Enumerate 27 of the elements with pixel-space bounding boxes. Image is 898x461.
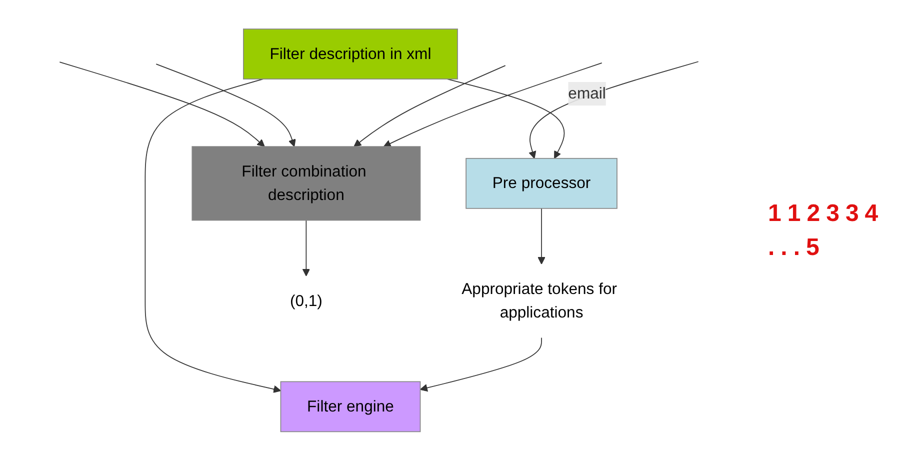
- arrow: [144, 78, 282, 394]
- node-box: Filter engine: [280, 381, 421, 432]
- arrow: [538, 208, 546, 265]
- arrow: [528, 61, 699, 159]
- arrow: [383, 62, 602, 148]
- step-number: 2: [806, 200, 820, 228]
- arrow: [156, 64, 296, 148]
- node-text: Appropriate tokens for applications: [462, 280, 617, 322]
- step-number: 3: [826, 200, 840, 228]
- node-box: Filter combination description: [192, 146, 421, 221]
- step-number: 1: [768, 200, 782, 228]
- step-number: .: [768, 234, 775, 262]
- step-number: .: [780, 234, 788, 262]
- arrow: [446, 78, 565, 159]
- node-text: (0,1): [290, 292, 322, 310]
- step-number: 1: [787, 200, 801, 228]
- node-box: Pre processor: [466, 158, 618, 209]
- step-number: 5: [806, 234, 820, 262]
- edge-label: email: [568, 84, 606, 102]
- arrow: [302, 220, 310, 276]
- step-number: 3: [845, 200, 859, 228]
- arrow: [420, 338, 542, 392]
- step-number: 4: [864, 200, 878, 228]
- arrow: [354, 65, 506, 148]
- arrow: [59, 62, 265, 148]
- step-number: .: [793, 234, 800, 262]
- node-box: Filter description in xml: [243, 28, 458, 80]
